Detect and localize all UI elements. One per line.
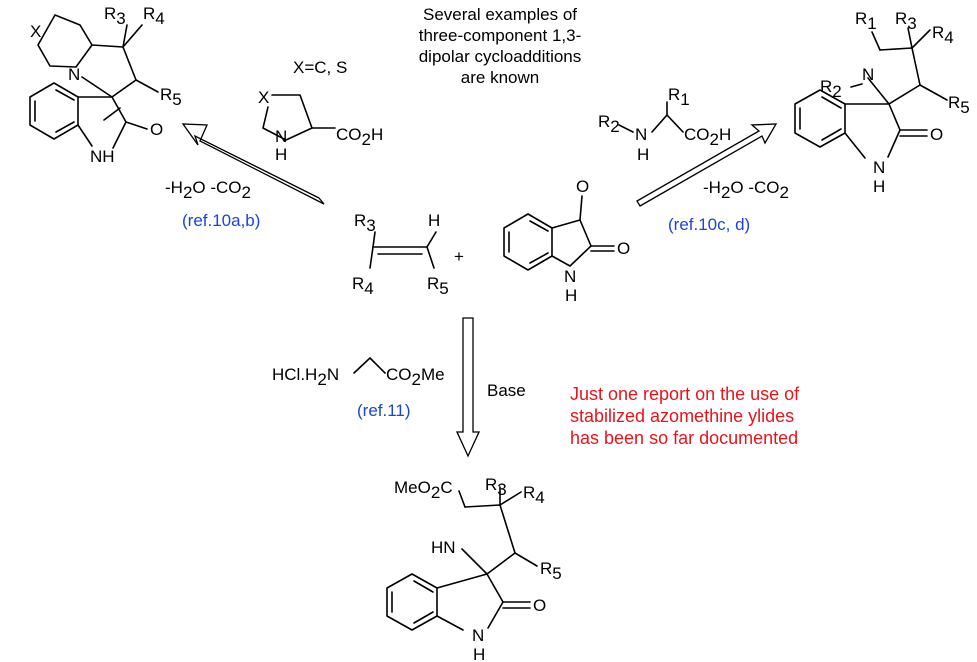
left-loss-label: -H2O -CO2	[165, 178, 251, 202]
right-product-n-bottom: N	[873, 158, 885, 177]
bottom-product-r5: R5	[540, 559, 562, 583]
bottom-product-ester: MeO2C	[394, 478, 453, 502]
isatin-o-top: O	[576, 177, 589, 196]
down-reagent-ester: CO2Me	[386, 365, 445, 389]
right-product-h: H	[873, 177, 885, 196]
bottom-product-o: O	[533, 596, 546, 615]
alkene-h: H	[428, 211, 440, 230]
left-condition-xeq: X=C, S	[293, 58, 347, 77]
left-reaction-arrow	[181, 123, 325, 205]
bottom-product-structure: MeO2C R3 R4 HN R5 O N H	[386, 475, 562, 662]
bottom-product-n: N	[472, 626, 484, 645]
left-reagent-n: N	[275, 127, 287, 146]
right-product-r3: R3	[895, 9, 917, 33]
top-note-line-4: are known	[461, 68, 539, 87]
right-product-r5: R5	[948, 93, 970, 117]
left-reagent-structure: X N H CO2H	[258, 88, 383, 164]
right-product-r2: R2	[820, 77, 842, 101]
bottom-product-h: H	[473, 645, 485, 662]
top-note-line-2: three-component 1,3-	[419, 26, 582, 45]
left-route: X=C, S -H2O -CO2 (ref.10a,b) X N H CO2H	[165, 58, 383, 230]
left-product-nh: NH	[90, 147, 115, 166]
right-reagent-r1: R1	[668, 85, 690, 109]
right-product-o: O	[930, 125, 943, 144]
right-product-structure: R1 R3 R4 R2 N R5 O N H	[794, 9, 970, 196]
isatin-structure: O O N H	[503, 177, 630, 305]
right-route: -H2O -CO2 (ref.10c, d) R2 N H R1 CO2H	[598, 85, 789, 234]
right-reagent-acid: CO2H	[684, 125, 731, 149]
bottom-note: Just one report on the use of stabilized…	[570, 384, 800, 448]
right-reagent-structure: R2 N H R1 CO2H	[598, 85, 731, 164]
right-reaction-arrow	[636, 123, 778, 207]
alkene-r5: R5	[427, 274, 449, 298]
left-product-x: X	[30, 22, 41, 41]
bottom-product-hn: HN	[431, 538, 456, 557]
top-note-line-1: Several examples of	[423, 5, 577, 24]
alkene-structure: R3 H R4 R5	[352, 211, 449, 298]
top-note: Several examples of three-component 1,3-…	[419, 5, 582, 87]
right-reagent-n: N	[635, 125, 647, 144]
bottom-product-r4: R4	[523, 483, 545, 507]
down-route: HCl.H2N CO2Me (ref.11) Base	[272, 357, 526, 420]
left-reference: (ref.10a,b)	[182, 211, 260, 230]
left-product-r4: R4	[143, 4, 165, 28]
left-product-r3: R3	[104, 4, 126, 28]
alkene-r4: R4	[352, 274, 374, 298]
right-product-n: N	[862, 65, 874, 84]
left-product-structure: X N R3 R4 R5 O NH	[29, 4, 182, 166]
plus-sign: +	[454, 247, 464, 266]
left-product-n: N	[68, 65, 80, 84]
right-reagent-h: H	[637, 145, 649, 164]
bottom-product-r3: R3	[485, 475, 507, 499]
left-reagent-h: H	[275, 145, 287, 164]
down-reagent-prefix: HCl.H2N	[272, 365, 339, 389]
top-note-line-3: dipolar cycloadditions	[419, 47, 582, 66]
down-reference: (ref.11)	[357, 401, 411, 420]
isatin-h: H	[565, 286, 577, 305]
right-reagent-r2: R2	[598, 112, 620, 136]
bottom-note-line-3: has been so far documented	[570, 428, 798, 448]
left-reagent-acid: CO2H	[336, 125, 383, 149]
left-reagent-x: X	[258, 88, 269, 107]
right-product-r4: R4	[932, 23, 954, 47]
right-product-r1: R1	[855, 9, 877, 33]
base-label: Base	[487, 381, 526, 400]
bottom-note-line-2: stabilized azomethine ylides	[570, 406, 794, 426]
alkene-r3: R3	[354, 211, 376, 235]
isatin-n: N	[564, 267, 576, 286]
left-product-o: O	[150, 120, 163, 139]
bottom-note-line-1: Just one report on the use of	[570, 384, 800, 404]
right-reference: (ref.10c, d)	[668, 215, 750, 234]
isatin-o-right: O	[617, 239, 630, 258]
glycine-ester-reagent: HCl.H2N CO2Me	[272, 357, 445, 389]
right-loss-label: -H2O -CO2	[703, 178, 789, 202]
down-reaction-arrow	[455, 317, 481, 458]
left-product-r5: R5	[160, 85, 182, 109]
